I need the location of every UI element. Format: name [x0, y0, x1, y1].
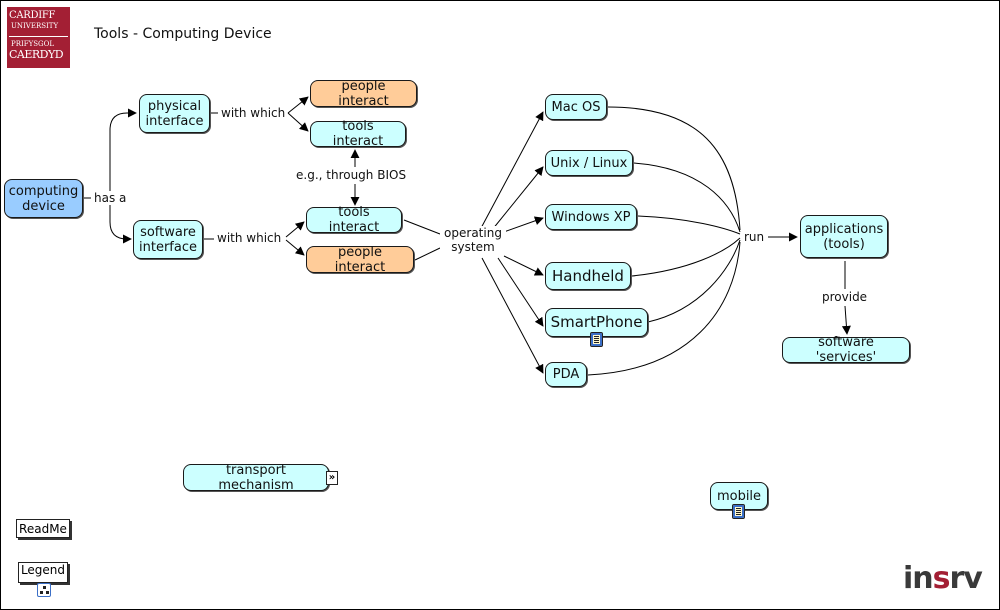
legend-button[interactable]: Legend	[18, 562, 68, 583]
node-windows-xp[interactable]: Windows XP	[545, 204, 637, 230]
insrv-logo-part2: s	[932, 561, 951, 596]
node-tools-interact-mid[interactable]: tools interact	[306, 205, 402, 235]
edge-os-smartphone	[497, 257, 544, 327]
node-unix-linux[interactable]: Unix / Linux	[545, 150, 633, 176]
node-mac-os[interactable]: Mac OS	[545, 94, 607, 120]
edge-provide-services	[841, 305, 851, 335]
node-physical-interface[interactable]: physical interface	[139, 94, 210, 133]
node-software-services[interactable]: software 'services'	[782, 335, 910, 365]
node-applications[interactable]: applications (tools)	[800, 215, 888, 258]
edge-unix-run	[633, 162, 741, 233]
page-title: Tools - Computing Device	[94, 26, 272, 42]
node-software-interface[interactable]: software interface	[133, 220, 203, 259]
edge-os-handheld	[503, 255, 544, 276]
edge-smartphone-run	[647, 239, 741, 323]
edge-os-unix	[491, 166, 544, 231]
node-people-interact-mid[interactable]: people interact	[306, 245, 414, 275]
link-label-provide: provide	[820, 290, 870, 304]
link-label-operating-system: operating system	[440, 226, 506, 254]
logo-line-4: CAERDYD	[9, 48, 64, 61]
logo-divider	[9, 36, 68, 37]
node-smartphone[interactable]: SmartPhone	[545, 308, 648, 337]
cardiff-university-logo: CARDIFF UNIVERSITY PRIFYSGOL CAERDYD	[7, 7, 70, 68]
link-label-with-which-mid: with which	[215, 231, 284, 245]
edge-macos-run	[607, 106, 741, 231]
edge-handheld-run	[631, 237, 741, 277]
document-icon[interactable]	[732, 504, 745, 519]
logo-line-3: PRIFYSGOL	[11, 40, 54, 48]
link-label-has-a: has a	[92, 191, 129, 205]
link-label-run: run	[742, 230, 767, 244]
edge-withwhich-people-mid	[285, 239, 305, 256]
node-tools-interact-top[interactable]: tools interact	[310, 119, 406, 149]
insrv-logo: insrv	[903, 561, 983, 596]
node-handheld[interactable]: Handheld	[545, 262, 631, 290]
node-transport-mechanism[interactable]: transport mechanism	[183, 463, 329, 493]
edge-os-windows	[500, 216, 544, 234]
edge-hasa-software	[109, 198, 132, 244]
node-pda[interactable]: PDA	[545, 362, 587, 387]
chevron-right-icon[interactable]: »	[326, 471, 338, 485]
link-label-with-which-top: with which	[219, 106, 288, 120]
logo-line-1: CARDIFF	[9, 10, 56, 21]
edge-withwhich-people-top	[287, 96, 309, 114]
edge-withwhich-tools-top	[287, 112, 309, 132]
edge-windows-run	[637, 215, 741, 235]
tree-diagram-icon[interactable]	[37, 583, 51, 597]
edge-tools-os	[403, 219, 441, 235]
insrv-logo-part3: rv	[949, 561, 983, 596]
logo-line-2: UNIVERSITY	[11, 22, 59, 30]
link-label-eg-through-bios: e.g., through BIOS	[294, 168, 409, 182]
edge-people-os	[414, 247, 441, 261]
document-icon[interactable]	[590, 332, 603, 347]
insrv-logo-part1: in	[903, 561, 934, 596]
node-computing-device[interactable]: computing device	[4, 179, 83, 218]
edge-hasa-physical	[109, 108, 137, 198]
node-people-interact-top[interactable]: people interact	[310, 79, 417, 109]
edge-withwhich-tools-mid	[285, 221, 305, 238]
edge-pda-run	[587, 241, 741, 376]
edge-os-macos	[479, 111, 544, 231]
readme-button[interactable]: ReadMe	[16, 519, 70, 538]
edge-os-pda	[481, 257, 544, 374]
